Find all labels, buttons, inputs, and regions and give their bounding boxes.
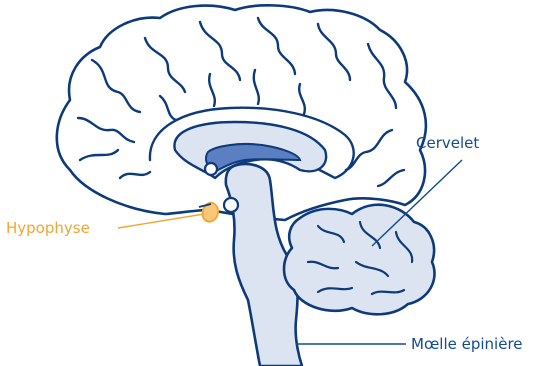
label-cervelet: Cervelet xyxy=(416,134,479,152)
label-hypophyse: Hypophyse xyxy=(6,219,90,237)
cerebellum xyxy=(284,205,435,315)
thalamus-nucleus xyxy=(205,163,217,175)
label-moelle: Mœlle épinière xyxy=(411,335,523,353)
mammillary-body xyxy=(224,198,238,212)
hypophyse-leader xyxy=(118,214,204,228)
hypophysis xyxy=(199,203,218,222)
